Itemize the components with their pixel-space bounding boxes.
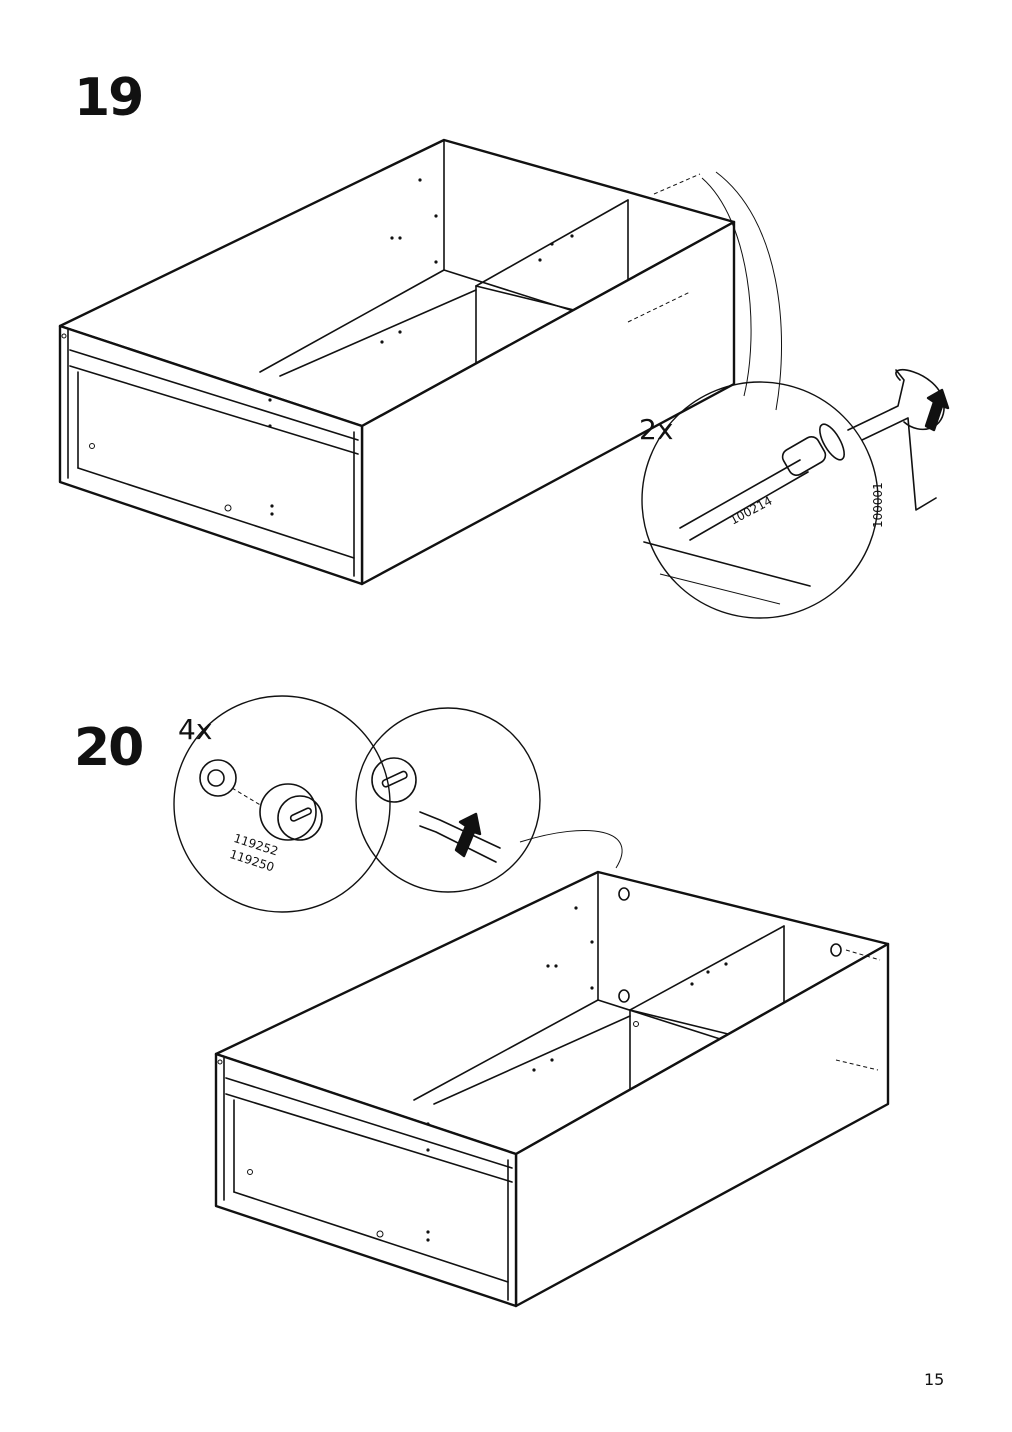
step-20-quantity: 4x [178, 713, 213, 746]
step-20-cabinet-drawing [173, 695, 890, 1308]
step-number-19: 19 [74, 68, 144, 128]
step-19-cabinet-drawing [58, 138, 950, 619]
part-number-allen-key: 100001 [871, 482, 885, 528]
step-number-20: 20 [74, 718, 144, 778]
page-number: 15 [924, 1370, 945, 1389]
step-19-quantity: 2x [639, 413, 674, 446]
